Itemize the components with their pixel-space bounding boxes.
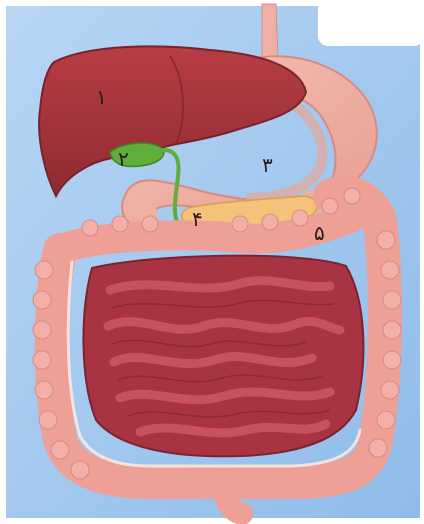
label-pancreas: ۴ bbox=[192, 207, 203, 231]
label-gallbladder: ٢ bbox=[118, 147, 129, 171]
label-duodenum: ۵ bbox=[314, 221, 325, 245]
esophagus bbox=[262, 4, 278, 62]
label-stomach: ٣ bbox=[262, 153, 273, 177]
label-liver: ١ bbox=[96, 85, 107, 109]
corner-box bbox=[318, 0, 424, 46]
